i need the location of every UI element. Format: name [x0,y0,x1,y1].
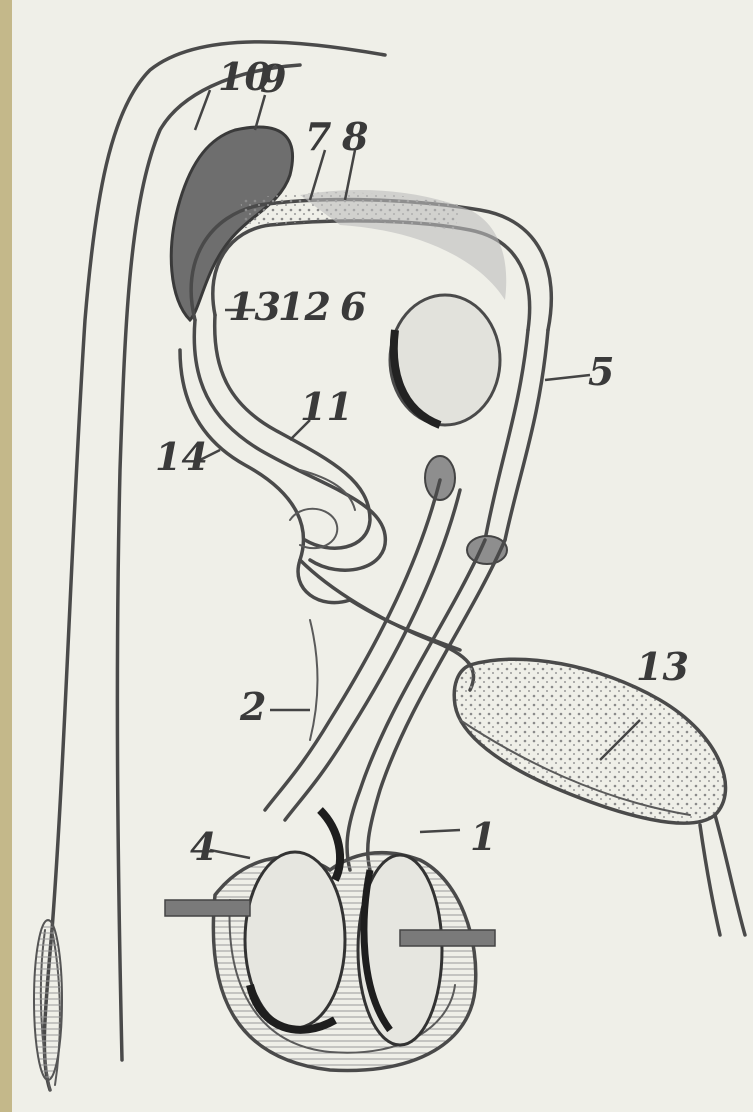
right-testis [358,855,442,1045]
callout-4: 4 [190,824,216,869]
shaft-tip [34,920,62,1080]
callout-5: 5 [588,349,614,394]
elongated-gland [454,659,745,935]
callout-13-upper: 13 [228,284,281,329]
callout-1: 1 [470,814,496,859]
left-coiled-duct [180,315,385,603]
callout-12: 12 [278,284,331,329]
oval-vesicle [390,295,500,425]
callout-11: 11 [300,384,353,429]
callout-8: 8 [341,114,368,159]
callout-14: 14 [155,434,208,479]
left-testis [245,810,345,1030]
callout-13-lower: 13 [636,644,689,689]
callout-2: 2 [239,684,266,729]
right-pin [400,930,495,946]
callout-7: 7 [305,114,331,159]
callout-9: 9 [260,56,286,101]
callout-6: 6 [340,284,366,329]
left-pin [165,900,250,916]
